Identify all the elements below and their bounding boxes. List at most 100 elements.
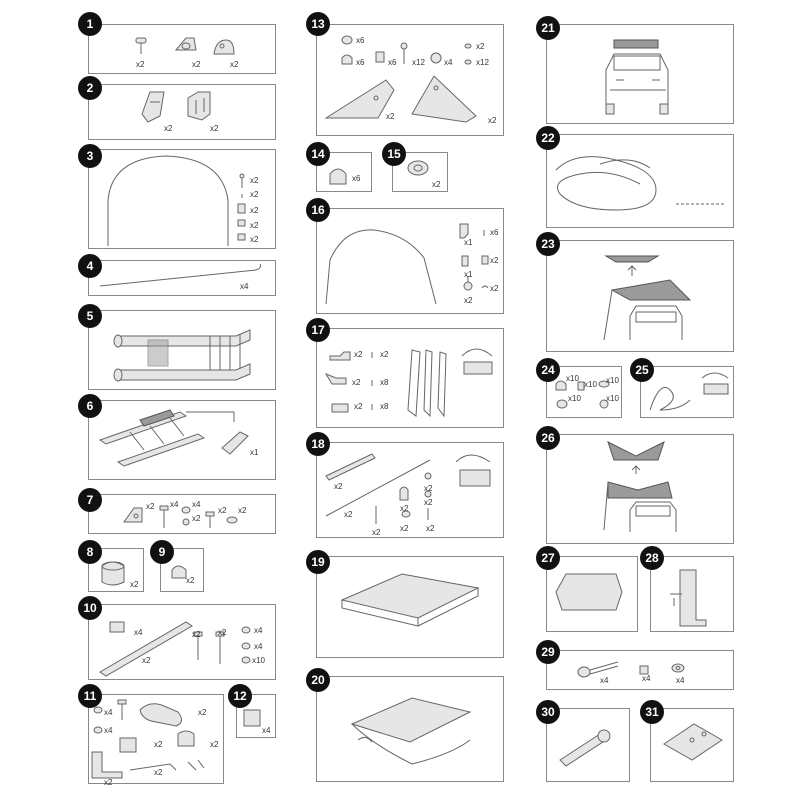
step-13-qty: x6: [356, 58, 365, 67]
step-2-qty: x2: [210, 124, 219, 133]
step-7-qty: x4: [170, 500, 179, 509]
step-4-badge: 4: [78, 254, 102, 278]
step-11-badge: 11: [78, 684, 102, 708]
step-11-qty: x2: [210, 740, 219, 749]
step-26-badge: 26: [536, 426, 560, 450]
step-3-qty: x2: [250, 206, 259, 215]
step-13-qty: x6: [356, 36, 365, 45]
step-5-badge: 5: [78, 304, 102, 328]
step-7-qty: x2: [238, 506, 247, 515]
step-25-badge: 25: [630, 358, 654, 382]
step-24-qty: x10: [584, 380, 597, 389]
step-9-badge: 9: [150, 540, 174, 564]
step-17-qty: x8: [380, 402, 389, 411]
step-29-qty: x4: [642, 674, 651, 683]
step-10-qty: x2: [192, 630, 201, 639]
step-18-qty: x2: [424, 498, 433, 507]
step-3-badge: 3: [78, 144, 102, 168]
step-13-qty: x4: [444, 58, 453, 67]
step-17-qty: x2: [354, 350, 363, 359]
step-29-qty: x4: [600, 676, 609, 685]
step-27-badge: 27: [536, 546, 560, 570]
step-17-badge: 17: [306, 318, 330, 342]
step-7-qty: x2: [218, 506, 227, 515]
step-11-qty: x2: [198, 708, 207, 717]
step-3-panel: [88, 149, 276, 249]
step-6-qty: x1: [250, 448, 259, 457]
step-16-qty: x1: [464, 270, 473, 279]
step-1-qty: x2: [230, 60, 239, 69]
step-16-qty: x1: [464, 238, 473, 247]
step-30-badge: 30: [536, 700, 560, 724]
step-1-qty: x2: [136, 60, 145, 69]
step-2-panel: [88, 84, 276, 140]
step-4-panel: [88, 260, 276, 296]
step-22-panel: [546, 134, 734, 228]
step-16-qty: x2: [490, 256, 499, 265]
step-18-qty: x2: [400, 504, 409, 513]
step-18-panel: [316, 442, 504, 538]
step-24-qty: x10: [606, 394, 619, 403]
step-18-qty: x2: [400, 524, 409, 533]
step-21-badge: 21: [536, 16, 560, 40]
step-3-qty: x2: [250, 190, 259, 199]
step-10-qty: x4: [254, 626, 263, 635]
step-17-qty: x2: [352, 378, 361, 387]
step-6-badge: 6: [78, 394, 102, 418]
step-20-badge: 20: [306, 668, 330, 692]
step-2-qty: x2: [164, 124, 173, 133]
step-3-qty: x2: [250, 221, 259, 230]
step-13-badge: 13: [306, 12, 330, 36]
step-7-qty: x2: [146, 502, 155, 511]
step-19-badge: 19: [306, 550, 330, 574]
step-18-badge: 18: [306, 432, 330, 456]
step-16-panel: [316, 208, 504, 314]
step-22-badge: 22: [536, 126, 560, 150]
step-13-qty: x6: [388, 58, 397, 67]
step-10-badge: 10: [78, 596, 102, 620]
step-2-badge: 2: [78, 76, 102, 100]
step-1-badge: 1: [78, 12, 102, 36]
step-17-qty: x8: [380, 378, 389, 387]
step-10-qty: x4: [134, 628, 143, 637]
step-12-badge: 12: [228, 684, 252, 708]
step-3-qty: x2: [250, 176, 259, 185]
step-13-qty: x2: [488, 116, 497, 125]
step-7-badge: 7: [78, 488, 102, 512]
step-16-qty: x2: [490, 284, 499, 293]
step-15-qty: x2: [432, 180, 441, 189]
step-11-qty: x2: [104, 778, 113, 787]
step-29-qty: x4: [676, 676, 685, 685]
step-11-qty: x4: [104, 708, 113, 717]
step-28-badge: 28: [640, 546, 664, 570]
step-17-qty: x2: [354, 402, 363, 411]
step-3-qty: x2: [250, 235, 259, 244]
step-10-qty: x2: [142, 656, 151, 665]
step-24-badge: 24: [536, 358, 560, 382]
step-8-qty: x2: [130, 580, 139, 589]
step-16-qty: x6: [490, 228, 499, 237]
step-18-qty: x2: [426, 524, 435, 533]
step-17-qty: x2: [380, 350, 389, 359]
